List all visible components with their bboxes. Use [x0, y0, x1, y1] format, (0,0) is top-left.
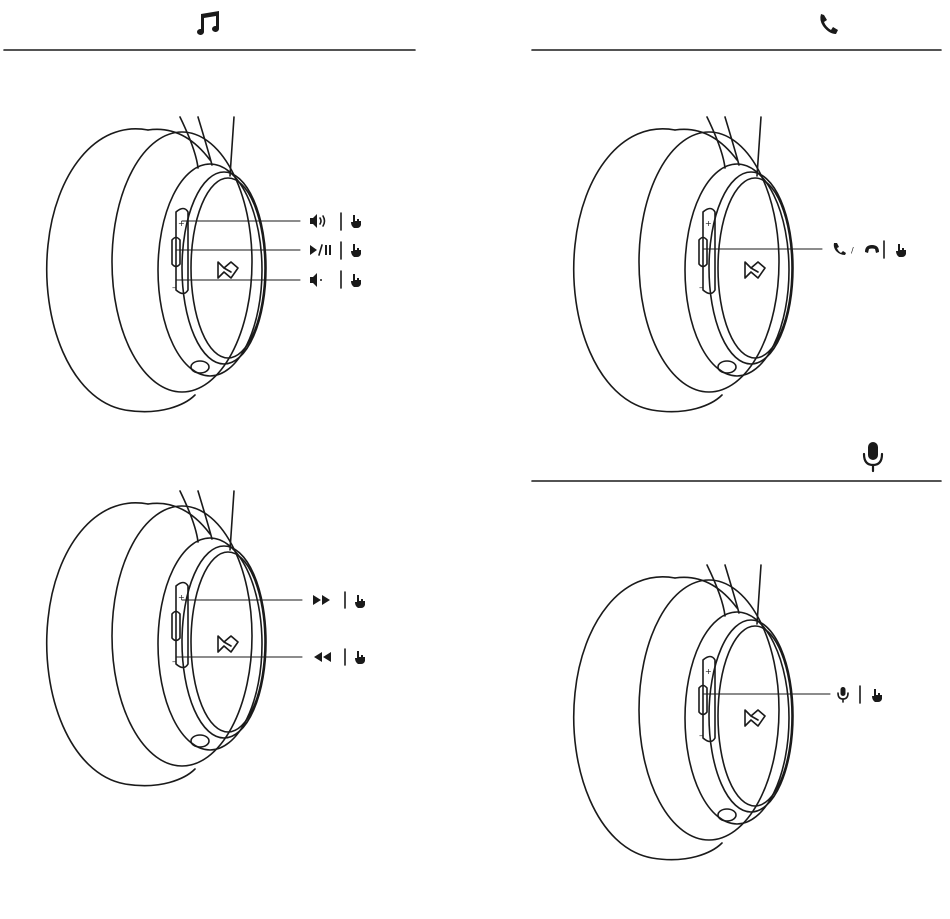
hang-up-icon [865, 245, 879, 253]
tap-hand-icon [872, 689, 882, 702]
phone-icon [820, 14, 838, 34]
tap-hand-icon [355, 651, 365, 664]
tap-hand-icon [351, 244, 361, 257]
earcup-music-skip [47, 491, 266, 786]
fast-forward-icon [313, 595, 330, 605]
tap-hand-icon [896, 244, 906, 257]
earcup-mic [574, 565, 793, 860]
microphone-icon [864, 442, 882, 471]
volume-up-icon [310, 214, 325, 228]
tap-hand-icon [351, 274, 361, 287]
microphone-icon [838, 687, 848, 702]
music-note-icon [197, 11, 219, 35]
rewind-icon [314, 652, 331, 662]
phone-icon [834, 243, 846, 255]
play-pause-icon [310, 245, 331, 255]
tap-hand-icon [351, 215, 361, 228]
earcup-call [574, 117, 793, 412]
earcup-music-volume [47, 117, 266, 412]
volume-down-icon [310, 273, 322, 287]
slash-separator: / [851, 246, 854, 255]
tap-hand-icon [355, 595, 365, 608]
